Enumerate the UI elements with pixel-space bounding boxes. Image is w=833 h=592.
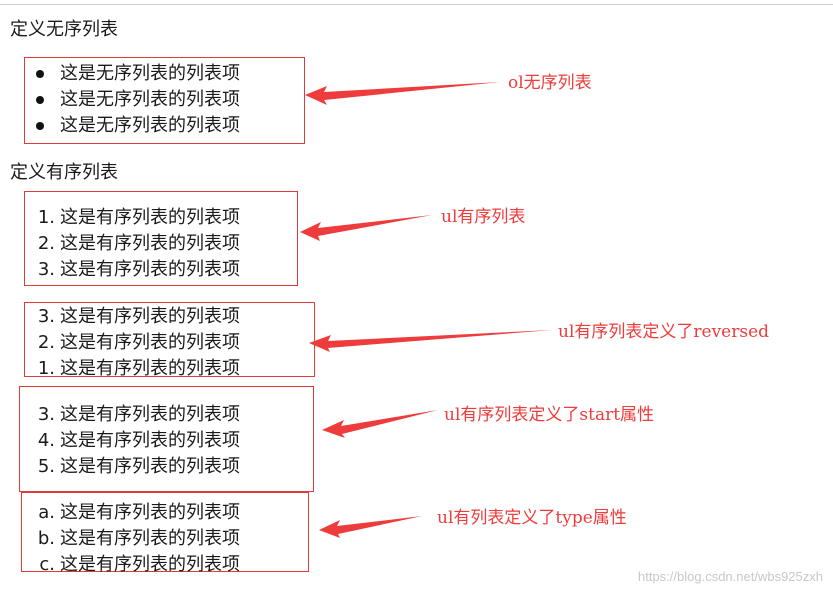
arrow-icon [305,82,500,105]
type-list-box [21,492,309,572]
unordered-list-box [24,57,305,144]
list-item: 这是有序列表的列表项 [60,259,240,280]
heading-unordered-list: 定义无序列表 [10,19,118,40]
annotation-label: ol无序列表 [508,73,592,93]
annotation-label: ul有列表定义了type属性 [437,508,627,528]
list-marker: 3. [37,306,55,327]
arrow-icon [300,215,432,241]
list-marker: a. [38,502,55,523]
reversed-list-box [24,302,315,377]
ordered-list-box [24,191,298,286]
list-marker: 4. [37,430,55,451]
list-marker: 2. [37,332,55,353]
list-marker: c. [39,554,55,575]
list-marker: 3. [37,259,55,280]
list-marker: b. [37,528,55,549]
list-item: 这是有序列表的列表项 [60,528,240,549]
annotation-label: ul有序列表 [441,207,526,227]
heading-ordered-list: 定义有序列表 [10,162,118,183]
list-bullet [36,96,44,104]
watermark: https://blog.csdn.net/wbs925zxh [637,569,823,584]
annotation-label: ul有序列表定义了start属性 [444,405,655,425]
list-marker: 2. [37,233,55,254]
list-item: 这是无序列表的列表项 [60,89,240,110]
list-marker: 1. [37,207,55,228]
list-item: 这是有序列表的列表项 [60,233,240,254]
arrow-icon [322,410,438,438]
start-list-box [19,386,314,492]
list-bullet [36,122,44,130]
list-item: 这是无序列表的列表项 [60,63,240,84]
arrow-icon [319,516,422,538]
list-item: 这是有序列表的列表项 [60,430,240,451]
list-marker: 1. [37,358,55,379]
list-item: 这是有序列表的列表项 [60,306,240,327]
list-item: 这是有序列表的列表项 [60,332,240,353]
list-item: 这是有序列表的列表项 [60,502,240,523]
list-item: 这是有序列表的列表项 [60,554,240,575]
list-bullet [36,70,44,78]
list-item: 这是无序列表的列表项 [60,115,240,136]
list-item: 这是有序列表的列表项 [60,404,240,425]
arrow-icon [309,330,552,352]
annotation-label: ul有序列表定义了reversed [558,322,770,342]
list-marker: 3. [37,404,55,425]
top-divider [0,4,833,5]
list-marker: 5. [37,456,55,477]
list-item: 这是有序列表的列表项 [60,456,240,477]
list-item: 这是有序列表的列表项 [60,358,240,379]
list-item: 这是有序列表的列表项 [60,207,240,228]
